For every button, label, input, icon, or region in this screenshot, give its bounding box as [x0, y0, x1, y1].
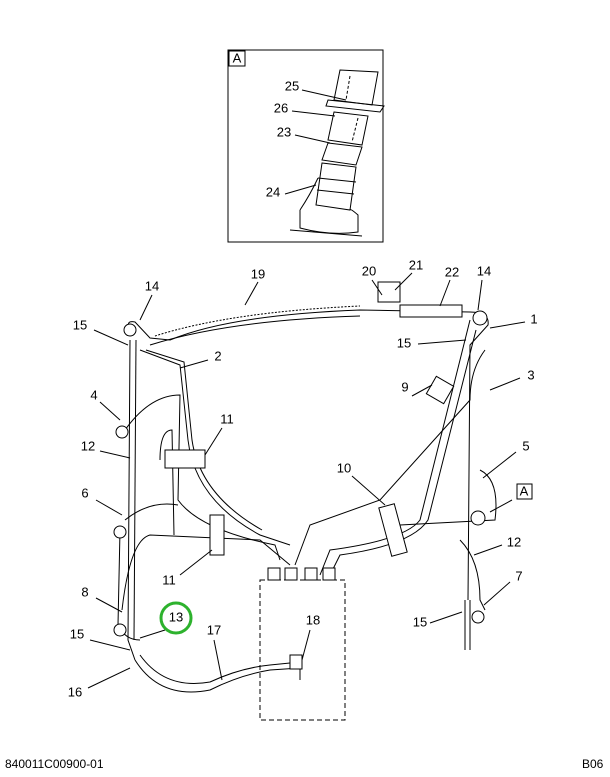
callout-16: 16: [68, 684, 82, 699]
callout-1: 1: [530, 311, 537, 326]
callout-14-right: 14: [477, 263, 491, 278]
pump-outline: [259, 579, 346, 721]
callout-24: 24: [266, 184, 280, 199]
callout-25: 25: [285, 78, 299, 93]
banjo-15-upper-left: [123, 323, 137, 337]
callout-22: 22: [445, 264, 459, 279]
callout-23: 23: [277, 124, 291, 139]
callout-15: 15: [413, 614, 427, 629]
callout-15: 15: [73, 317, 87, 332]
banjo-14-right: [472, 310, 488, 326]
callout-21: 21: [409, 257, 423, 272]
banjo-6: [113, 525, 127, 539]
callout-13[interactable]: 13: [169, 609, 183, 624]
clip-11-upper: [164, 449, 206, 469]
callout-10: 10: [337, 460, 351, 475]
inset-label-box: [228, 50, 246, 67]
callout-7: 7: [515, 568, 522, 583]
page-code: B06: [582, 757, 604, 771]
callout-12: 12: [507, 534, 521, 549]
banjo-a: [470, 510, 486, 526]
callout-26: 26: [274, 100, 288, 115]
nut: [304, 567, 318, 581]
tube-22: [399, 304, 463, 318]
callout-12: 12: [81, 438, 95, 453]
clip-10: [378, 503, 408, 557]
highlight-circle: [159, 601, 193, 635]
callout-15: 15: [397, 335, 411, 350]
clip-11-lower: [209, 514, 225, 556]
callout-8: 8: [81, 584, 88, 599]
callout-2: 2: [214, 348, 221, 363]
inset-view-label: A: [233, 50, 242, 65]
nut: [284, 567, 298, 581]
callout-6: 6: [81, 485, 88, 500]
callout-11: 11: [162, 572, 176, 587]
callout-11: 11: [220, 411, 234, 426]
clips: [113, 281, 488, 670]
callout-4: 4: [90, 387, 97, 402]
callout-18: 18: [306, 612, 320, 627]
callout-14-left: 14: [145, 278, 159, 293]
nut: [267, 567, 281, 581]
nut: [322, 567, 336, 581]
fitting-drawing: [289, 69, 385, 237]
inset-view-a: A 25 26 23 24: [227, 49, 385, 243]
callout-3: 3: [527, 367, 534, 382]
callout-15: 15: [70, 626, 84, 641]
callout-17: 17: [207, 622, 221, 637]
clip-9: [425, 375, 455, 405]
callout-9: 9: [401, 379, 408, 394]
view-a-reference-box: [516, 483, 533, 500]
drawing-number: 840011C00900-01: [5, 757, 104, 771]
callout-19: 19: [251, 266, 265, 281]
inset-frame: [227, 49, 384, 243]
leader-lines: [87, 272, 526, 689]
banjo-7: [471, 610, 485, 624]
banjo-4: [115, 425, 129, 439]
callout-5: 5: [522, 438, 529, 453]
clip-20: [377, 281, 401, 303]
view-a-reference: A: [520, 483, 529, 498]
inset-leaders: [284, 89, 347, 195]
banjo-15-lower-left: [113, 623, 127, 637]
callout-20: 20: [362, 263, 376, 278]
fitting-18: [289, 654, 303, 670]
